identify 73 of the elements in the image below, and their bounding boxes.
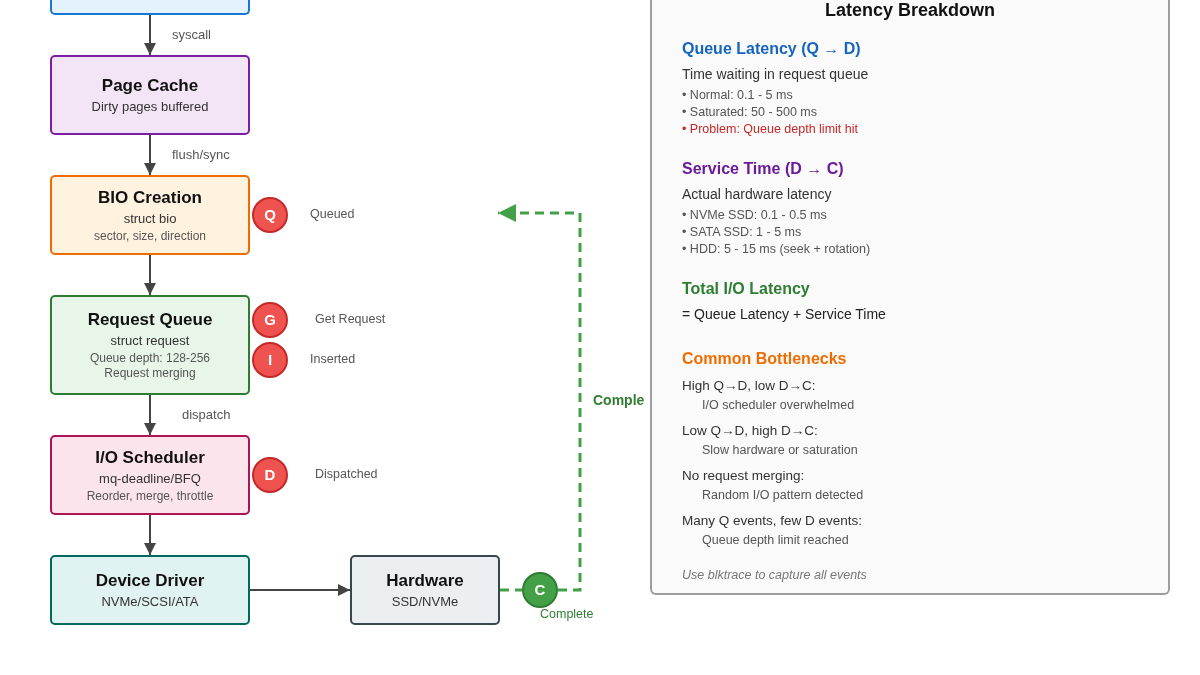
node-detail: Queue depth: 128-256 Request merging [88,351,212,381]
node-subtitle: struct bio [123,210,177,227]
event-label: Queued [310,207,355,222]
arrow [144,14,156,56]
info-panel [650,0,1170,595]
event-label: Get Request [315,312,386,327]
arrow [144,134,156,176]
event-marker [252,342,288,378]
arrow [144,514,156,556]
bullet-item: • SATA SSD: 1 - 5 ms [682,224,802,240]
node-title: Device Driver [95,570,205,591]
footnote-text: Use blktrace to capture all events [682,567,867,583]
dashed-arrow [498,204,582,592]
bottleneck-cause: Queue depth limit reached [702,532,849,548]
section-text: Time waiting in request queue [682,65,869,83]
event-marker [522,572,558,608]
section-heading: Total I/O Latency [682,279,810,299]
bottleneck-cause: Slow hardware or saturation [702,442,858,458]
bottleneck-text: Many Q events, few D events: [682,511,863,529]
node-subtitle: Dirty pages buffered [91,99,209,115]
panel-title: Latency Breakdown [824,0,996,22]
process-box [50,55,250,135]
node-title: Page Cache [101,75,199,96]
process-box [50,0,250,15]
bottleneck-text: High Q→D, low D→C: [682,376,816,394]
node-subtitle: mq-deadline/BFQ [99,470,201,487]
process-box [50,175,250,255]
process-box [50,435,250,515]
dashed-connector-line [500,588,522,592]
node-title: Request Queue [87,309,213,330]
bullet-item: • Normal: 0.1 - 5 ms [682,87,793,103]
edge-label: Comple [593,392,645,408]
node-subtitle: SSD/NVMe [391,594,459,610]
arrow [249,584,351,596]
event-code: C [534,582,546,598]
arrow [144,394,156,436]
section-heading: Queue Latency (Q → D) [682,39,861,59]
section-text: = Queue Latency + Service Time [682,305,886,323]
process-box [350,555,500,625]
edge-label: flush/sync [170,147,232,163]
bullet-item: • NVMe SSD: 0.1 - 0.5 ms [682,207,827,223]
node-subtitle: NVMe/SCSI/ATA [101,594,199,610]
node-detail: sector, size, direction [93,228,207,244]
event-marker [252,197,288,233]
node-detail: Reorder, merge, throttle [86,488,214,504]
event-code: I [267,352,273,368]
section-text: Actual hardware latency [682,185,832,203]
event-marker [252,457,288,493]
process-box [50,295,250,395]
event-label: Dispatched [315,467,378,482]
bottleneck-text: Low Q→D, high D→C: [682,421,818,439]
event-code: G [264,312,276,328]
bottleneck-cause: Random I/O pattern detected [702,487,864,503]
event-label: Complete [540,607,594,622]
process-box [50,555,250,625]
event-marker [252,302,288,338]
node-title: BIO Creation [98,186,202,208]
arrow [144,254,156,296]
event-code: D [264,467,276,483]
bottleneck-text: No request merging: [682,466,805,484]
bullet-item: • HDD: 5 - 15 ms (seek + rotation) [682,241,871,257]
bottleneck-cause: I/O scheduler overwhelmed [702,397,855,413]
event-label: Inserted [310,352,356,367]
event-code: Q [264,207,276,223]
edge-label: dispatch [180,407,233,423]
section-heading: Common Bottlenecks [682,349,847,369]
section-heading: Service Time (D → C) [682,159,844,179]
bullet-item: • Problem: Queue depth limit hit [682,121,858,137]
node-title: I/O Scheduler [95,446,205,468]
edge-label: syscall [170,27,213,43]
node-title: Hardware [386,570,464,591]
node-subtitle: struct request [110,333,190,349]
bullet-item: • Saturated: 50 - 500 ms [682,104,817,120]
